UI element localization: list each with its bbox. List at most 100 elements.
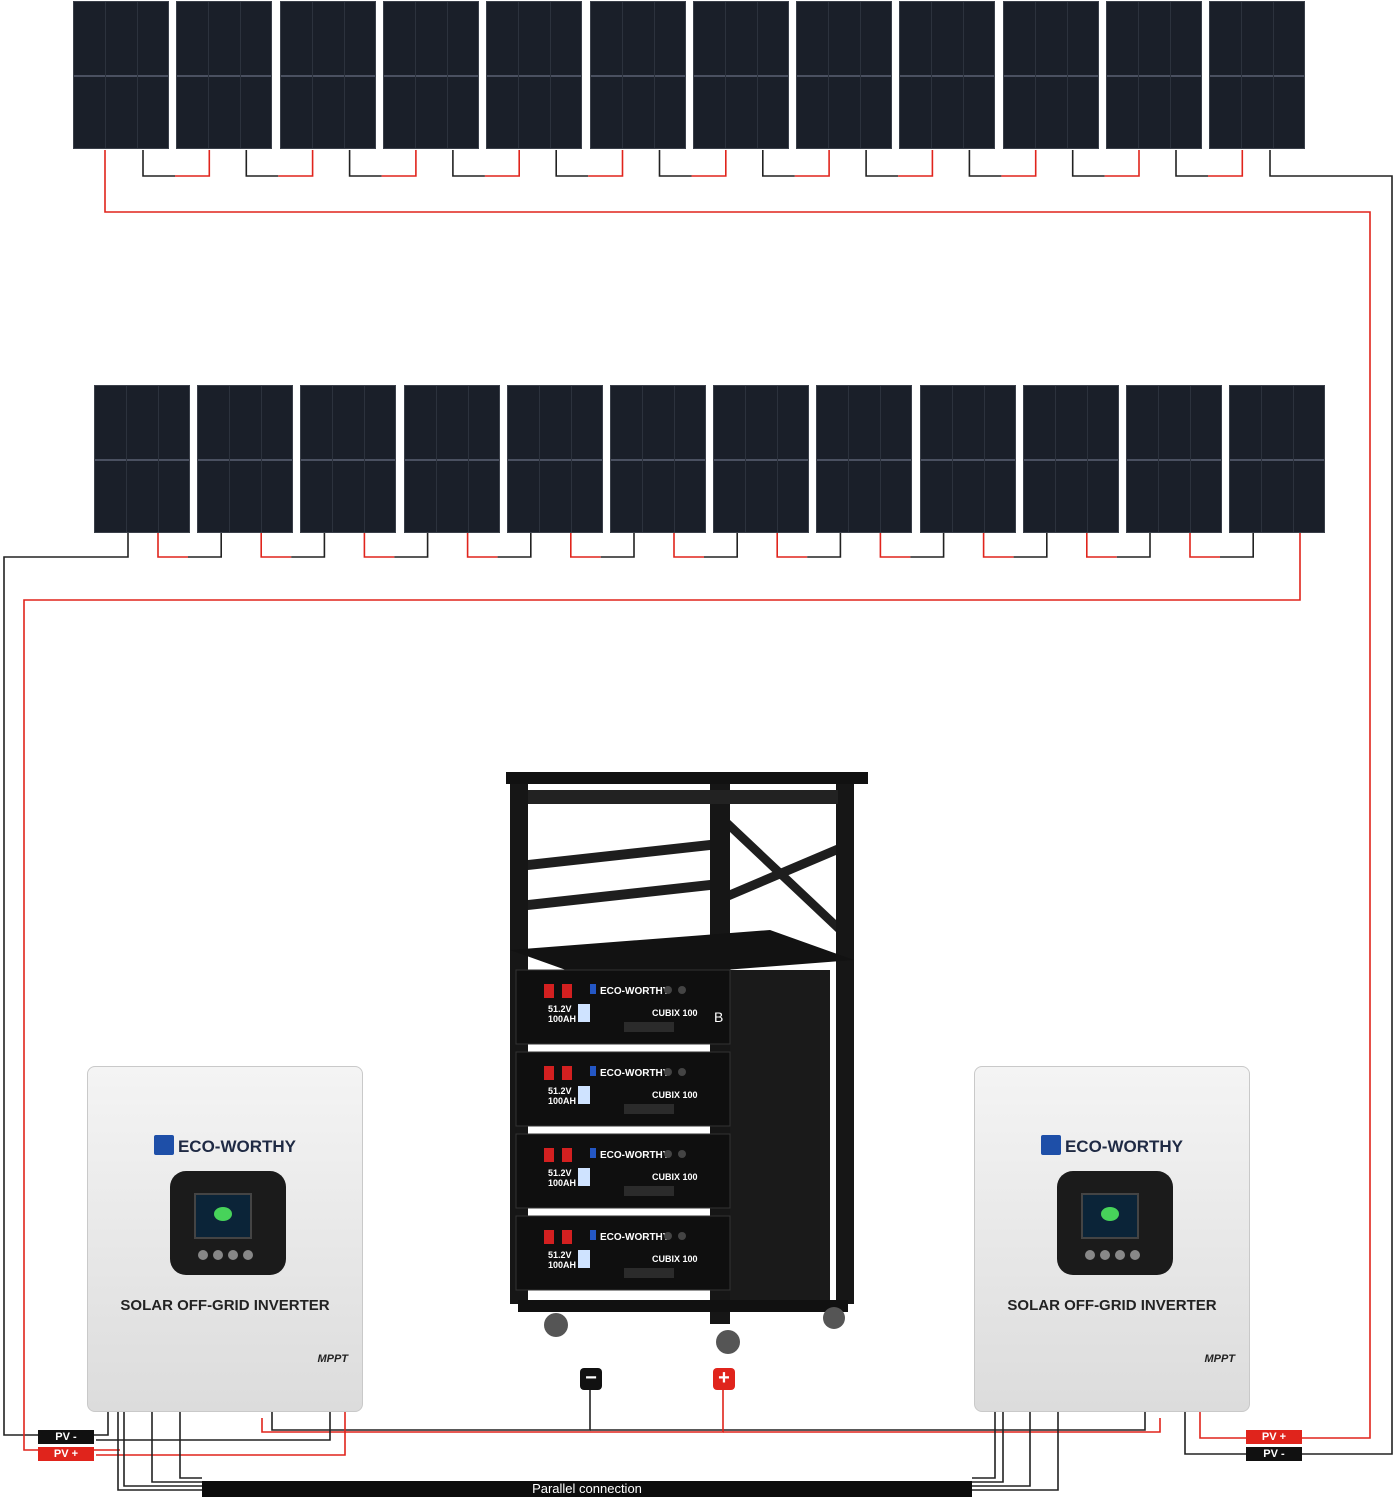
solar-panel-top (899, 1, 996, 149)
svg-text:100AH: 100AH (548, 1096, 576, 1106)
series-jumper-positive (1001, 150, 1037, 177)
svg-text:51.2V: 51.2V (548, 1250, 572, 1260)
series-jumper-negative (1220, 533, 1254, 558)
series-jumper-positive (363, 533, 395, 558)
mppt-tag: MPPT (317, 1353, 348, 1365)
parallel-lead-right (972, 1412, 1059, 1491)
right-pv-positive-label: PV + (1246, 1430, 1302, 1444)
battery-positive-terminal: + (713, 1368, 735, 1390)
parallel-lead-right (972, 1412, 996, 1479)
parallel-lead-left (179, 1412, 202, 1479)
series-jumper-negative (704, 533, 739, 558)
series-jumper-positive (1104, 150, 1140, 177)
series-jumper-negative (142, 150, 175, 177)
parallel-connection-cable: Parallel connection (202, 1481, 972, 1497)
solar-panel-top (486, 1, 583, 149)
svg-text:CUBIX 100: CUBIX 100 (652, 1008, 698, 1018)
solar-panel-bottom (1022, 385, 1119, 533)
svg-text:51.2V: 51.2V (548, 1168, 572, 1178)
series-jumper-negative (968, 150, 1002, 177)
solar-panel-top (1209, 1, 1306, 149)
solar-panel-top (279, 1, 376, 149)
series-jumper-negative (394, 533, 429, 558)
series-jumper-positive (157, 533, 188, 558)
solar-panel-bottom (403, 385, 500, 533)
svg-text:CUBIX 100: CUBIX 100 (652, 1254, 698, 1264)
inverter-display-panel (1057, 1171, 1173, 1275)
series-jumper-positive (381, 150, 417, 177)
series-jumper-positive (1208, 150, 1244, 177)
left-inverter: ECO-WORTHY SOLAR OFF-GRID INVERTER MPPT (87, 1066, 363, 1412)
battery-negative-bus (590, 1412, 1146, 1431)
parallel-lead-left (151, 1412, 202, 1483)
svg-text:ECO-WORTHY: ECO-WORTHY (600, 1232, 670, 1243)
top-string-negative-run (1184, 150, 1393, 1455)
svg-text:100AH: 100AH (548, 1178, 576, 1188)
battery-negative-terminal: − (580, 1368, 602, 1390)
solar-panel-top (1002, 1, 1099, 149)
solar-panel-bottom (300, 385, 397, 533)
svg-text:51.2V: 51.2V (548, 1004, 572, 1014)
series-jumper-negative (188, 533, 222, 558)
mppt-tag: MPPT (1204, 1353, 1235, 1365)
series-jumper-positive (588, 150, 624, 177)
svg-text:CUBIX 100: CUBIX 100 (652, 1090, 698, 1100)
solar-panel-top (796, 1, 893, 149)
solar-panel-bottom (713, 385, 810, 533)
inverter-title: SOLAR OFF-GRID INVERTER (120, 1297, 330, 1314)
series-jumper-negative (761, 150, 795, 177)
solar-panel-top (382, 1, 479, 149)
solar-panel-bottom (506, 385, 603, 533)
solar-panel-bottom (1229, 385, 1326, 533)
svg-text:ECO-WORTHY: ECO-WORTHY (600, 1068, 670, 1079)
solar-panel-bottom (1126, 385, 1222, 533)
parallel-lead-right (972, 1412, 1004, 1483)
battery-negative-bus (271, 1390, 591, 1431)
series-jumper-negative (291, 533, 326, 558)
solar-panel-top (589, 1, 686, 149)
series-jumper-negative (555, 150, 589, 177)
series-jumper-negative (1175, 150, 1208, 177)
series-jumper-positive (982, 533, 1014, 558)
solar-panel-bottom (816, 385, 913, 533)
series-jumper-positive (484, 150, 521, 177)
left-pv-positive-label: PV + (38, 1447, 94, 1461)
battery-positive-bus (723, 1418, 1161, 1433)
top-string-positive-run (104, 150, 1371, 1439)
svg-text:ECO-WORTHY: ECO-WORTHY (600, 986, 670, 997)
battery-positive-bus (261, 1390, 724, 1433)
solar-panel-top (73, 1, 169, 149)
solar-panel-top (692, 1, 789, 149)
svg-text:ECO-WORTHY: ECO-WORTHY (600, 1150, 670, 1161)
sun-logo-icon (1040, 1135, 1061, 1155)
right-inverter: ECO-WORTHY SOLAR OFF-GRID INVERTER MPPT (974, 1066, 1250, 1412)
inverter-title: SOLAR OFF-GRID INVERTER (1007, 1297, 1217, 1314)
series-jumper-positive (1086, 533, 1117, 558)
parallel-lead-left (123, 1412, 202, 1487)
parallel-lead-right (972, 1412, 1031, 1487)
rack-marker: B (714, 1009, 723, 1025)
control-buttons (1085, 1247, 1145, 1265)
left-pv-negative-label: PV - (38, 1430, 94, 1444)
control-buttons (198, 1247, 258, 1265)
series-jumper-positive (673, 533, 704, 558)
svg-text:100AH: 100AH (548, 1014, 576, 1024)
series-jumper-negative (807, 533, 842, 558)
series-jumper-positive (466, 533, 498, 558)
series-jumper-positive (776, 533, 808, 558)
sun-logo-icon (153, 1135, 174, 1155)
series-jumper-negative (600, 533, 635, 558)
left-inverter-output (96, 1412, 346, 1456)
bottom-string-negative-run (3, 533, 129, 1436)
series-jumper-negative (1071, 150, 1105, 177)
series-jumper-positive (569, 533, 601, 558)
series-jumper-positive (691, 150, 727, 177)
series-jumper-negative (865, 150, 899, 177)
series-jumper-positive (898, 150, 934, 177)
